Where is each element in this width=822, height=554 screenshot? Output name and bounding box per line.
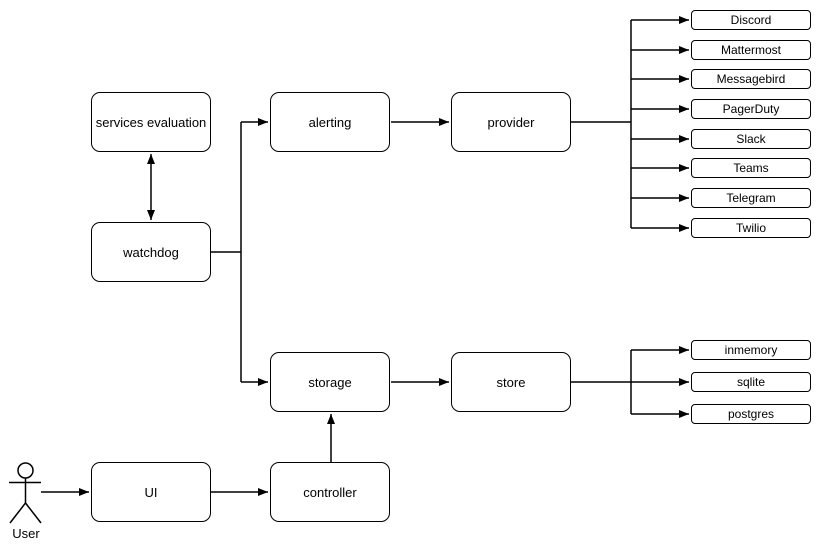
node-discord: Discord [691, 10, 811, 30]
user-actor-icon [9, 462, 42, 524]
node-slack: Slack [691, 129, 811, 149]
node-teams: Teams [691, 158, 811, 178]
node-telegram: Telegram [691, 188, 811, 208]
actor-head [17, 462, 34, 479]
node-pagerduty: PagerDuty [691, 99, 811, 119]
node-mattermost: Mattermost [691, 40, 811, 60]
node-storage: storage [270, 352, 390, 412]
node-watchdog: watchdog [91, 222, 211, 282]
node-store: store [451, 352, 571, 412]
node-postgres: postgres [691, 404, 811, 424]
actor-leg-right [24, 502, 42, 524]
node-sqlite: sqlite [691, 372, 811, 392]
node-ui: UI [91, 462, 211, 522]
user-actor-label: User [12, 526, 40, 541]
node-services-evaluation: services evaluation [91, 92, 211, 152]
actor-leg-left [9, 502, 27, 524]
node-alerting: alerting [270, 92, 390, 152]
node-twilio: Twilio [691, 218, 811, 238]
node-provider: provider [451, 92, 571, 152]
node-inmemory: inmemory [691, 340, 811, 360]
node-controller: controller [270, 462, 390, 522]
node-messagebird: Messagebird [691, 69, 811, 89]
